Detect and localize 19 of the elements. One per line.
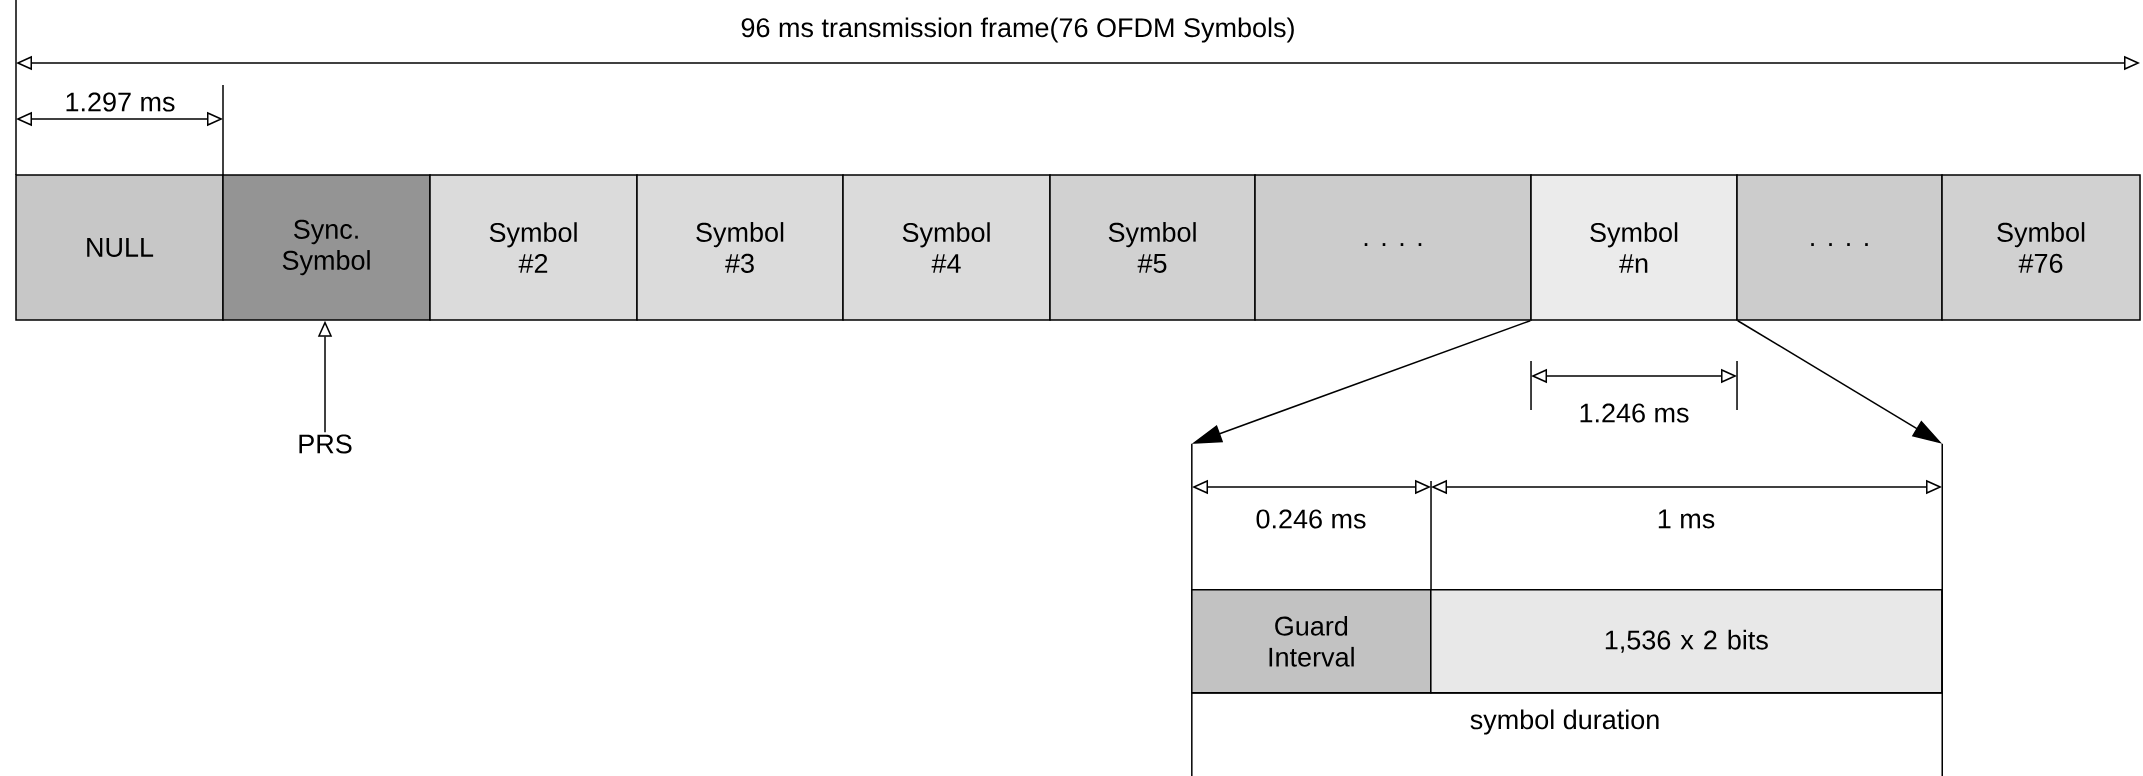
dimension-label: 1 ms xyxy=(1658,509,1715,529)
symbol-box: · · · · xyxy=(1254,174,1532,321)
symbol-box: 1,536 x 2 bits xyxy=(1430,589,1943,694)
dimension-label: symbol duration xyxy=(1470,709,1659,735)
symbol-box: Symbol #76 xyxy=(1941,174,2141,321)
symbol-box: Symbol #4 xyxy=(842,174,1051,321)
symbol-box: Symbol #5 xyxy=(1049,174,1256,321)
dimension-label: 0.246 ms xyxy=(1256,509,1366,529)
dimension-label: 1.297 ms xyxy=(66,92,175,112)
text-label: PRS xyxy=(299,434,352,454)
symbol-box: Sync. Symbol xyxy=(222,174,431,321)
symbol-box: Symbol #3 xyxy=(636,174,844,321)
symbol-box: NULL xyxy=(15,174,224,321)
symbol-box: Guard Interval xyxy=(1191,589,1432,694)
dimension-label: 1.246 ms xyxy=(1580,403,1689,423)
symbol-box: Symbol #n xyxy=(1530,174,1738,321)
dimension-label: 96 ms transmission frame(76 OFDM Symbols) xyxy=(741,17,1294,43)
symbol-box: Symbol #2 xyxy=(429,174,638,321)
symbol-box: · · · · xyxy=(1736,174,1943,321)
